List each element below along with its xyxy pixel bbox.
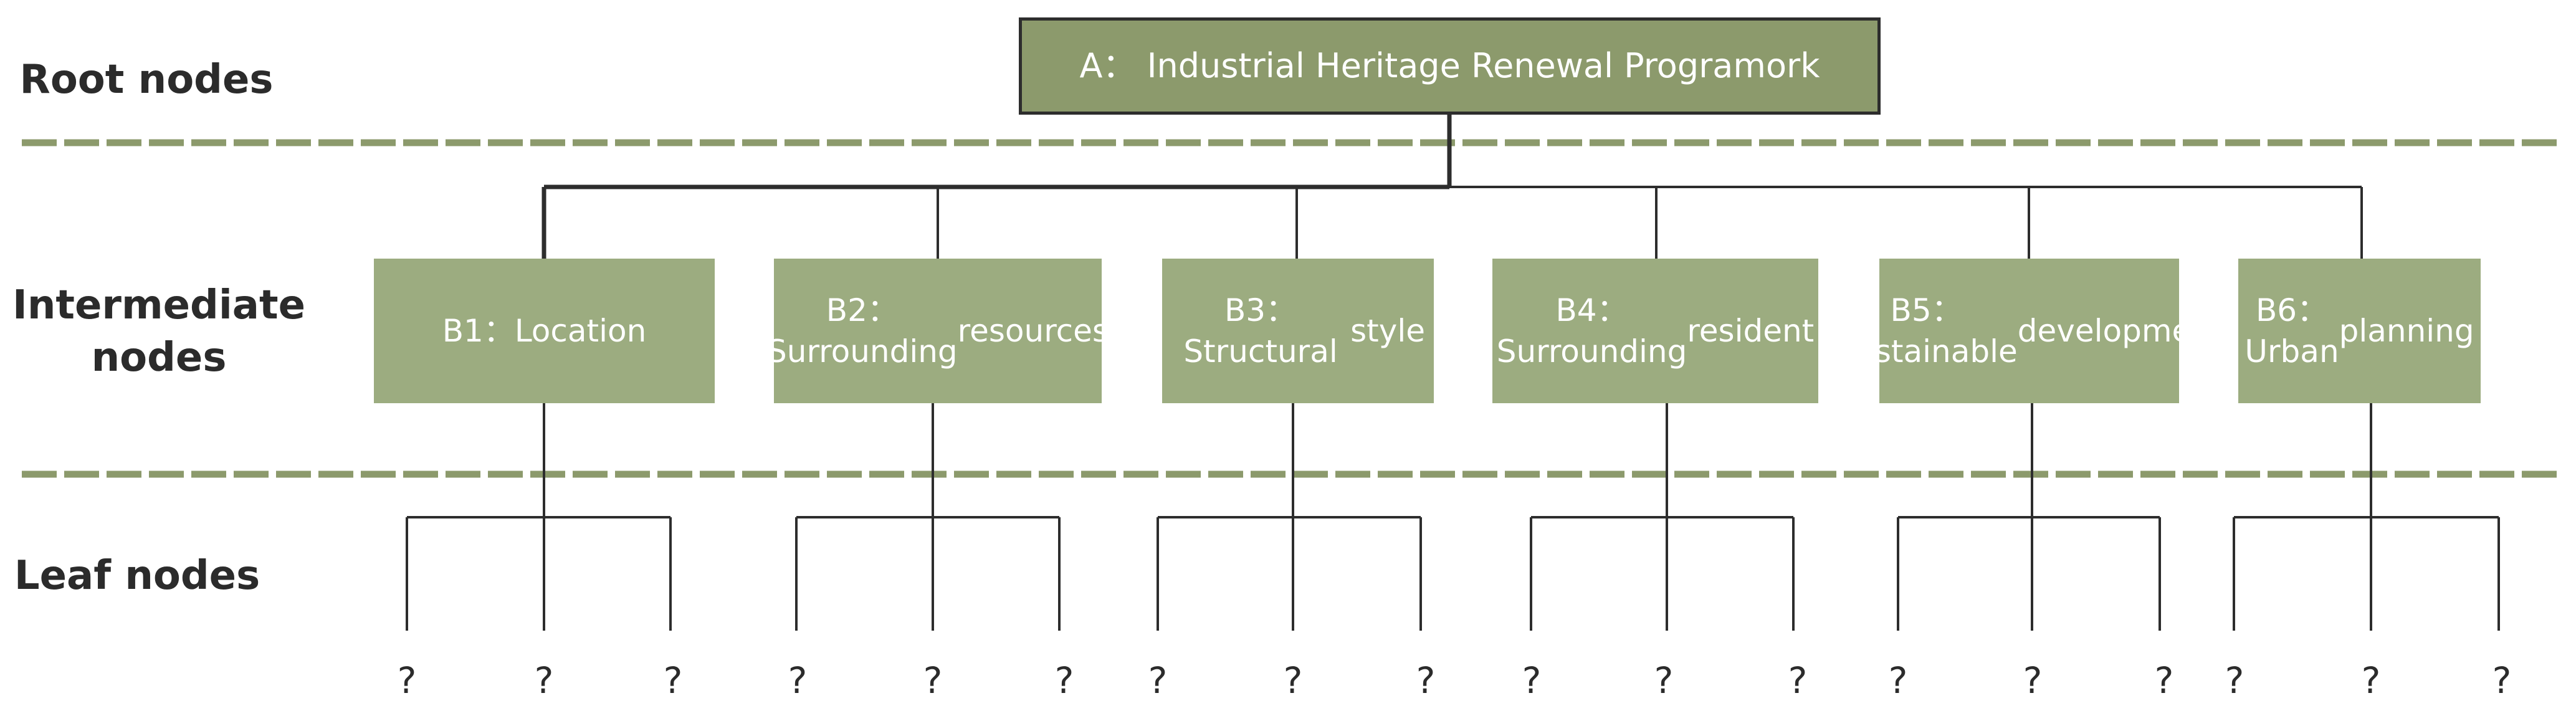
node-label-line1: B5：Sustainable bbox=[1835, 292, 2018, 370]
leaf-bracket-b2 bbox=[795, 403, 1061, 631]
leaf-node: ? bbox=[1889, 659, 1908, 702]
intermediate-node-b6: B6：Urban planning bbox=[2238, 259, 2481, 403]
leaf-node: ? bbox=[788, 659, 808, 702]
leaf-node: ? bbox=[1654, 659, 1674, 702]
leaf-node: ? bbox=[1522, 659, 1542, 702]
level-label-leaf-text: Leaf nodes bbox=[14, 553, 260, 599]
leaf-node: ? bbox=[923, 659, 943, 702]
leaf-node: ? bbox=[664, 659, 683, 702]
node-label-line1: B6：Urban bbox=[2244, 292, 2339, 370]
level-label-intermediate-line2: nodes bbox=[91, 335, 227, 381]
leaf-node: ? bbox=[2493, 659, 2512, 702]
leaf-node: ? bbox=[1055, 659, 1074, 702]
leaf-node: ? bbox=[1788, 659, 1808, 702]
leaf-node: ? bbox=[2362, 659, 2381, 702]
level-label-root-text: Root nodes bbox=[19, 57, 274, 103]
leaf-node: ? bbox=[2225, 659, 2244, 702]
leaf-connectors bbox=[406, 403, 2500, 631]
intermediate-node-b3: B3：Structural style bbox=[1162, 259, 1434, 403]
leaf-node: ? bbox=[535, 659, 554, 702]
leaf-bracket-b5 bbox=[1897, 403, 2161, 631]
leaf-nodes: ? ? ? ? ? ? ? ? ? ? ? ? ? ? ? ? ? ? bbox=[398, 659, 2512, 702]
intermediate-node-b5: B5：Sustainable development bbox=[1835, 259, 2223, 403]
root-node: A： Industrial Heritage Renewal Programor… bbox=[1019, 17, 1881, 115]
node-label-line2: resources bbox=[957, 313, 1109, 349]
level-label-intermediate-line1: Intermediate bbox=[12, 282, 305, 328]
node-label-line2: development bbox=[2017, 313, 2223, 349]
node-label-line1: B2：Surrounding bbox=[767, 292, 958, 370]
root-connectors bbox=[541, 115, 2363, 259]
leaf-bracket-b6 bbox=[2233, 403, 2500, 631]
leaf-bracket-b1 bbox=[406, 403, 672, 631]
node-label-line1: B3：Structural bbox=[1183, 292, 1338, 370]
node-label-line1: B1：Location bbox=[442, 313, 647, 349]
leaf-bracket-b3 bbox=[1157, 403, 1422, 631]
node-label-line2: planning bbox=[2339, 313, 2474, 349]
leaf-node: ? bbox=[2155, 659, 2174, 702]
level-label-intermediate: Intermediate nodes bbox=[0, 279, 318, 384]
node-label-line2: resident bbox=[1687, 313, 1815, 349]
intermediate-node-b2: B2：Surrounding resources bbox=[767, 259, 1109, 403]
level-label-root: Root nodes bbox=[0, 54, 293, 106]
intermediate-node-b4: B4：Surrounding resident bbox=[1492, 259, 1818, 403]
leaf-node: ? bbox=[1284, 659, 1303, 702]
level-label-leaf: Leaf nodes bbox=[0, 550, 274, 602]
node-label-line1: B4：Surrounding bbox=[1496, 292, 1687, 370]
root-node-label: A： Industrial Heritage Renewal Programor… bbox=[1079, 46, 1820, 85]
leaf-node: ? bbox=[1416, 659, 1436, 702]
leaf-bracket-b4 bbox=[1530, 403, 1795, 631]
intermediate-node-b1: B1：Location bbox=[374, 259, 715, 403]
leaf-node: ? bbox=[398, 659, 417, 702]
node-label-line2: style bbox=[1350, 313, 1425, 349]
leaf-node: ? bbox=[1148, 659, 1168, 702]
leaf-node: ? bbox=[2023, 659, 2043, 702]
